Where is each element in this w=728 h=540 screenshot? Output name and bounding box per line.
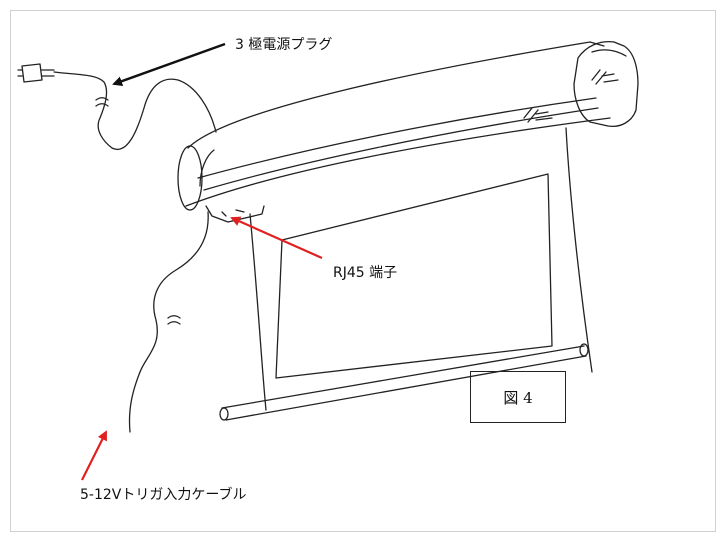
screen-housing [177,40,639,223]
cable-break-mark [167,315,181,325]
trigger-cable-arrow [81,430,107,481]
trigger-cable-label: 5-12Vトリガ入力ケーブル [80,487,247,503]
figure-number: 図 4 [470,371,566,423]
power-plug-icon [17,63,55,83]
power-cable [53,71,217,151]
bottom-bar [219,343,589,421]
rj45-arrow [230,216,323,260]
figure-frame [10,10,716,532]
trigger-cable [128,211,209,433]
cable-break-mark [95,97,109,107]
projection-screen [249,127,593,411]
rj45-label: RJ45 端子 [333,265,398,281]
power-plug-arrow [112,42,226,86]
brand-logo [523,69,619,123]
power-plug-label: 3 極電源プラグ [235,37,333,53]
